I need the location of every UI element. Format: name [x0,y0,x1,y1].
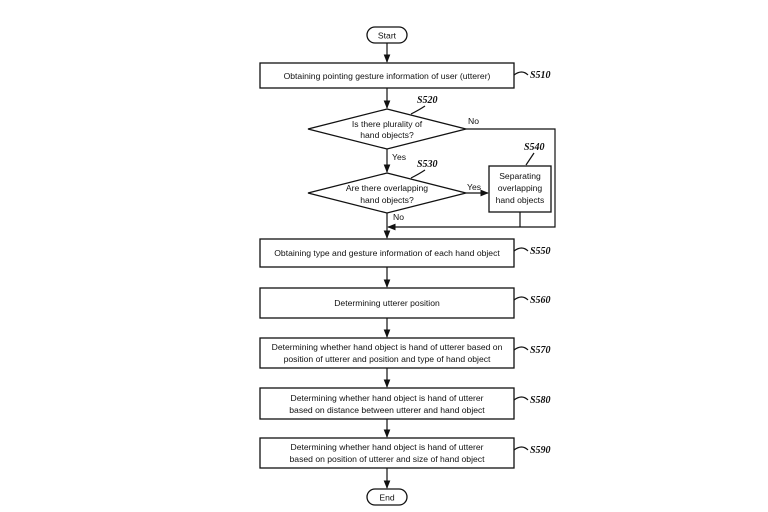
leader-s570 [513,346,529,351]
decision-s530-line2: hand objects? [360,195,414,205]
step-label-s510: S510 [530,70,551,81]
step-label-s560: S560 [530,295,551,306]
leader-s590 [513,446,529,451]
leader-s580 [513,396,529,401]
step-text-s570-line2: position of utterer and position and typ… [284,354,491,364]
step-box-s560 [259,287,515,319]
step-text-s550: Obtaining type and gesture information o… [274,248,500,258]
leader-s510 [513,71,529,76]
leader-s520 [410,105,426,115]
step-label-s570: S570 [530,345,551,356]
step-label-s530: S530 [417,159,438,170]
step-text-s540-line2: overlapping [498,183,543,193]
decision-s530-line1: Are there overlapping [346,183,428,193]
end-terminal [366,488,408,506]
branch-s530-yes: Yes [467,182,481,192]
decision-s520-line2: hand objects? [360,130,414,140]
step-label-s550: S550 [530,246,551,257]
step-box-s590 [259,437,515,469]
step-label-s520: S520 [417,95,438,106]
leader-s540 [525,152,535,166]
step-text-s580-line1: Determining whether hand object is hand … [291,393,484,403]
branch-s520-no: No [468,116,479,126]
step-label-s580: S580 [530,395,551,406]
decision-s530 [307,172,467,214]
decision-s520-line1: Is there plurality of [352,119,423,129]
step-box-s510 [259,62,515,89]
end-label: End [379,493,395,503]
step-label-s540: S540 [524,142,545,153]
step-text-s580-line2: based on distance between utterer and ha… [289,405,485,415]
decision-s520 [307,108,467,150]
step-text-s590-line2: based on position of utterer and size of… [290,454,486,464]
leader-s530 [410,169,426,179]
step-text-s540-line1: Separating [499,171,541,181]
step-text-s510: Obtaining pointing gesture information o… [284,71,491,81]
step-text-s590-line1: Determining whether hand object is hand … [291,442,484,452]
step-text-s560: Determining utterer position [334,298,440,308]
step-text-s570-line1: Determining whether hand object is hand … [272,342,503,352]
leader-s560 [513,296,529,301]
branch-s530-no: No [393,212,404,222]
step-label-s590: S590 [530,445,551,456]
branch-s520-yes: Yes [392,152,406,162]
step-text-s540-line3: hand objects [496,195,545,205]
start-label: Start [378,31,397,41]
leader-s550 [513,247,529,252]
connector-s520-no [387,128,556,231]
